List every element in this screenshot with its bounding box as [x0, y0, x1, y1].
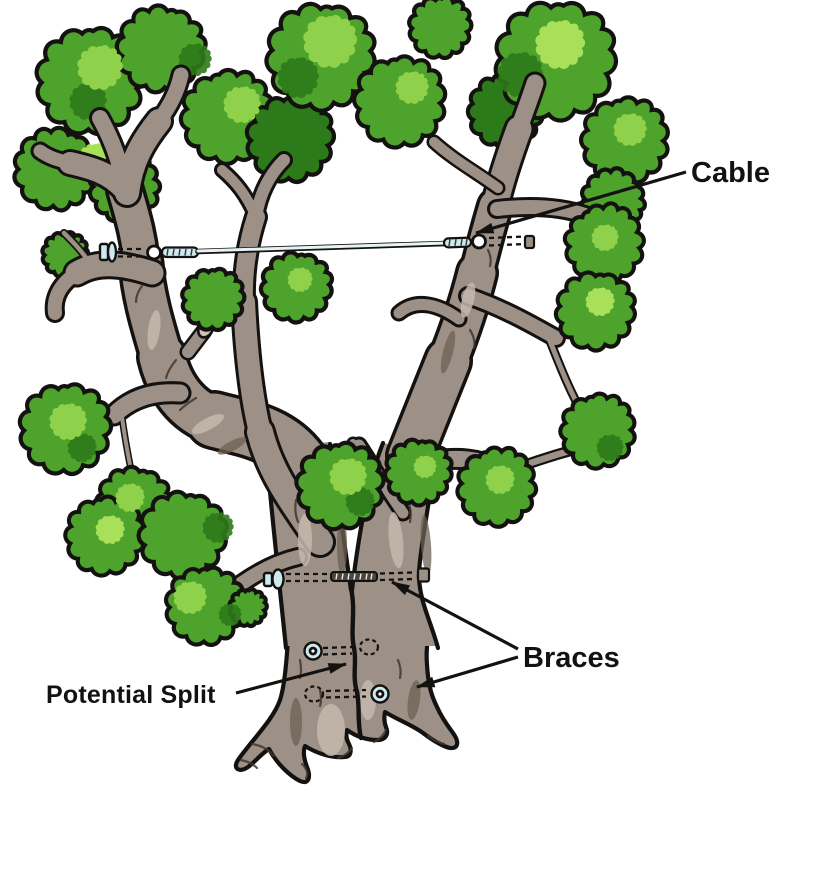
- cable-eye-bolt-left: [146, 244, 162, 261]
- cable-label: Cable: [691, 157, 770, 189]
- cable-assembly: [98, 233, 536, 263]
- elbow-branch: [44, 229, 167, 323]
- braces-label: Braces: [523, 642, 620, 674]
- braces-upper-arrow: [391, 580, 519, 651]
- swage-threads-right: [448, 238, 468, 247]
- swage-threads-left: [166, 248, 193, 256]
- leaf-shadow: [202, 512, 234, 543]
- annotations: Cable Braces Potential Split: [46, 157, 770, 709]
- cable-swage-right: [442, 236, 473, 249]
- trunk-base: [233, 637, 460, 785]
- rod-threads: [335, 573, 373, 580]
- cable-arrow: [475, 170, 687, 235]
- cable-eye-bolt-right: [471, 233, 487, 250]
- upper-brace-washer-left: [271, 568, 285, 590]
- cable-nut-right: [523, 234, 536, 250]
- cable-anchor-washer-left: [106, 241, 118, 263]
- upper-brace: [262, 567, 431, 590]
- trunk-and-branches: [30, 64, 622, 785]
- upper-brace-nut-left: [262, 571, 274, 588]
- potential-split-arrow: [235, 662, 347, 695]
- left-crown-arms: [30, 64, 192, 208]
- lower-brace: [303, 684, 390, 704]
- braces-lower-arrow: [416, 655, 519, 689]
- leaf-cluster: [554, 388, 642, 475]
- split-crack: [348, 585, 364, 741]
- upper-brace-nut-right: [416, 567, 431, 583]
- middle-brace: [303, 638, 380, 661]
- middle-brace-hidden-end: [358, 638, 380, 656]
- lower-brace-hidden-end: [303, 685, 325, 703]
- leaf-cluster: [182, 269, 244, 330]
- potential-split-label: Potential Split: [46, 681, 216, 709]
- leaf-cluster: [409, 0, 471, 58]
